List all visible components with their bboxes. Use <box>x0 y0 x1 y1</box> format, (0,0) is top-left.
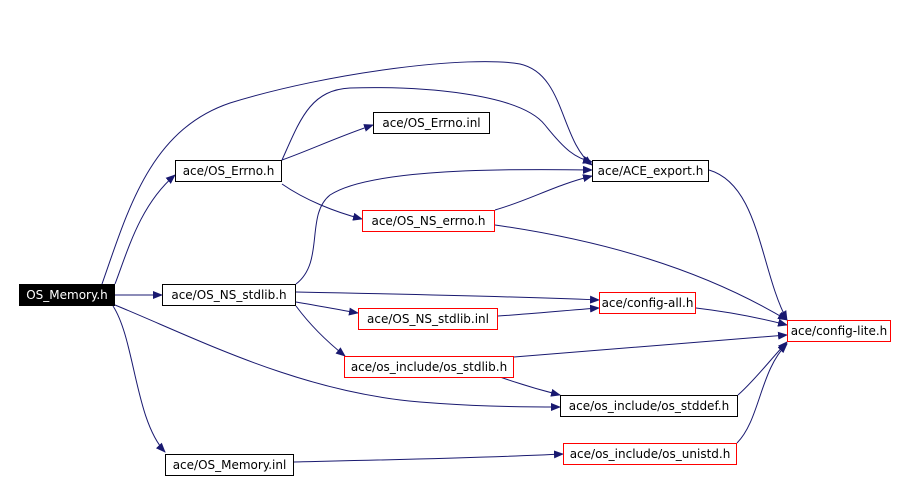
edge-os-ns-stdlib-to-ace-export <box>295 165 593 285</box>
node-ace-os-ns-errno-h[interactable]: ace/OS_NS_errno.h <box>362 210 495 232</box>
edge-os-stdlib-to-config-lite <box>513 331 788 358</box>
node-ace-os-errno-inl[interactable]: ace/OS_Errno.inl <box>373 112 490 134</box>
edge-os-ns-stdlib-to-os-ns-stdlib-inl <box>295 301 359 316</box>
edge-os-memory-to-ace-export <box>101 61 593 285</box>
edge-os-ns-errno-to-config-lite <box>494 224 788 321</box>
edge-ace-export-to-config-lite <box>708 169 788 321</box>
node-ace-os-include-os-stdlib-h[interactable]: ace/os_include/os_stdlib.h <box>344 356 514 378</box>
node-ace-os-errno-h[interactable]: ace/OS_Errno.h <box>175 160 282 182</box>
node-os-memory-h[interactable]: OS_Memory.h <box>19 284 115 306</box>
edge-os-stddef-to-config-lite <box>737 341 788 396</box>
node-ace-config-all-h[interactable]: ace/config-all.h <box>599 292 696 314</box>
edge-os-errno-to-os-ns-errno <box>281 183 363 221</box>
node-ace-os-memory-inl[interactable]: ace/OS_Memory.inl <box>165 454 294 476</box>
edge-os-memory-inl-to-os-unistd <box>293 450 564 463</box>
node-ace-os-include-os-stddef-h[interactable]: ace/os_include/os_stddef.h <box>560 395 738 417</box>
edge-os-ns-stdlib-to-config-all <box>295 291 600 304</box>
edge-os-ns-stdlib-inl-to-config-all <box>497 304 600 317</box>
edge-os-unistd-to-config-lite <box>736 343 788 444</box>
edge-os-errno-to-ace-export <box>281 87 593 164</box>
node-ace-os-ns-stdlib-h[interactable]: ace/OS_NS_stdlib.h <box>162 284 296 306</box>
node-ace-os-ns-stdlib-inl[interactable]: ace/OS_NS_stdlib.inl <box>358 308 498 330</box>
edge-os-stdlib-to-os-stddef <box>499 376 561 397</box>
node-ace-ace-export-h[interactable]: ace/ACE_export.h <box>592 160 709 182</box>
node-ace-config-lite-h[interactable]: ace/config-lite.h <box>787 320 891 342</box>
edge-os-ns-stdlib-to-os-stdlib <box>295 305 346 357</box>
edge-os-errno-to-os-errno-inl <box>281 124 374 161</box>
edge-config-all-to-config-lite <box>695 307 788 327</box>
edge-os-memory-to-os-memory-inl <box>112 305 166 453</box>
node-ace-os-include-os-unistd-h[interactable]: ace/os_include/os_unistd.h <box>563 443 737 465</box>
edge-os-memory-to-os-stddef <box>114 304 561 411</box>
edge-os-memory-to-os-errno <box>114 174 176 285</box>
edge-os-ns-errno-to-ace-export <box>494 174 593 211</box>
